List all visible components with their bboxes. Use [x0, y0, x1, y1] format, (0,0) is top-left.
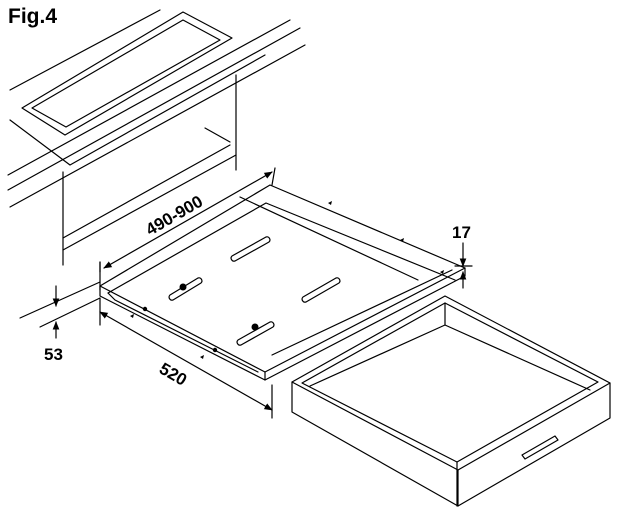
- dimension-depth-label: 520: [156, 359, 190, 390]
- fixing-screws: [130, 201, 444, 359]
- screw-dot: [212, 347, 218, 353]
- screw-mark: [200, 355, 204, 359]
- screw-mark: [328, 201, 332, 205]
- shelf-board: [99, 184, 466, 381]
- figure-label: Fig.4: [8, 5, 58, 28]
- drawer: [291, 295, 611, 507]
- drawer-handle: [521, 435, 559, 460]
- cooktop-panel: [21, 11, 233, 136]
- dimension-drawer-gap-label: 17: [452, 223, 471, 242]
- dimension-width-line: [99, 167, 276, 273]
- screw-mark: [440, 270, 444, 274]
- screw-dot: [251, 323, 259, 331]
- dimension-gap-drawer: [454, 242, 473, 289]
- cabinet-side: [19, 261, 101, 328]
- countertop: [7, 9, 306, 208]
- screw-mark: [130, 314, 134, 318]
- dimension-counter-gap-label: 53: [44, 345, 63, 364]
- screw-dot: [142, 306, 148, 312]
- screw-mark: [400, 238, 404, 242]
- screw-dot: [179, 283, 187, 291]
- dimension-depth-line: [99, 297, 273, 419]
